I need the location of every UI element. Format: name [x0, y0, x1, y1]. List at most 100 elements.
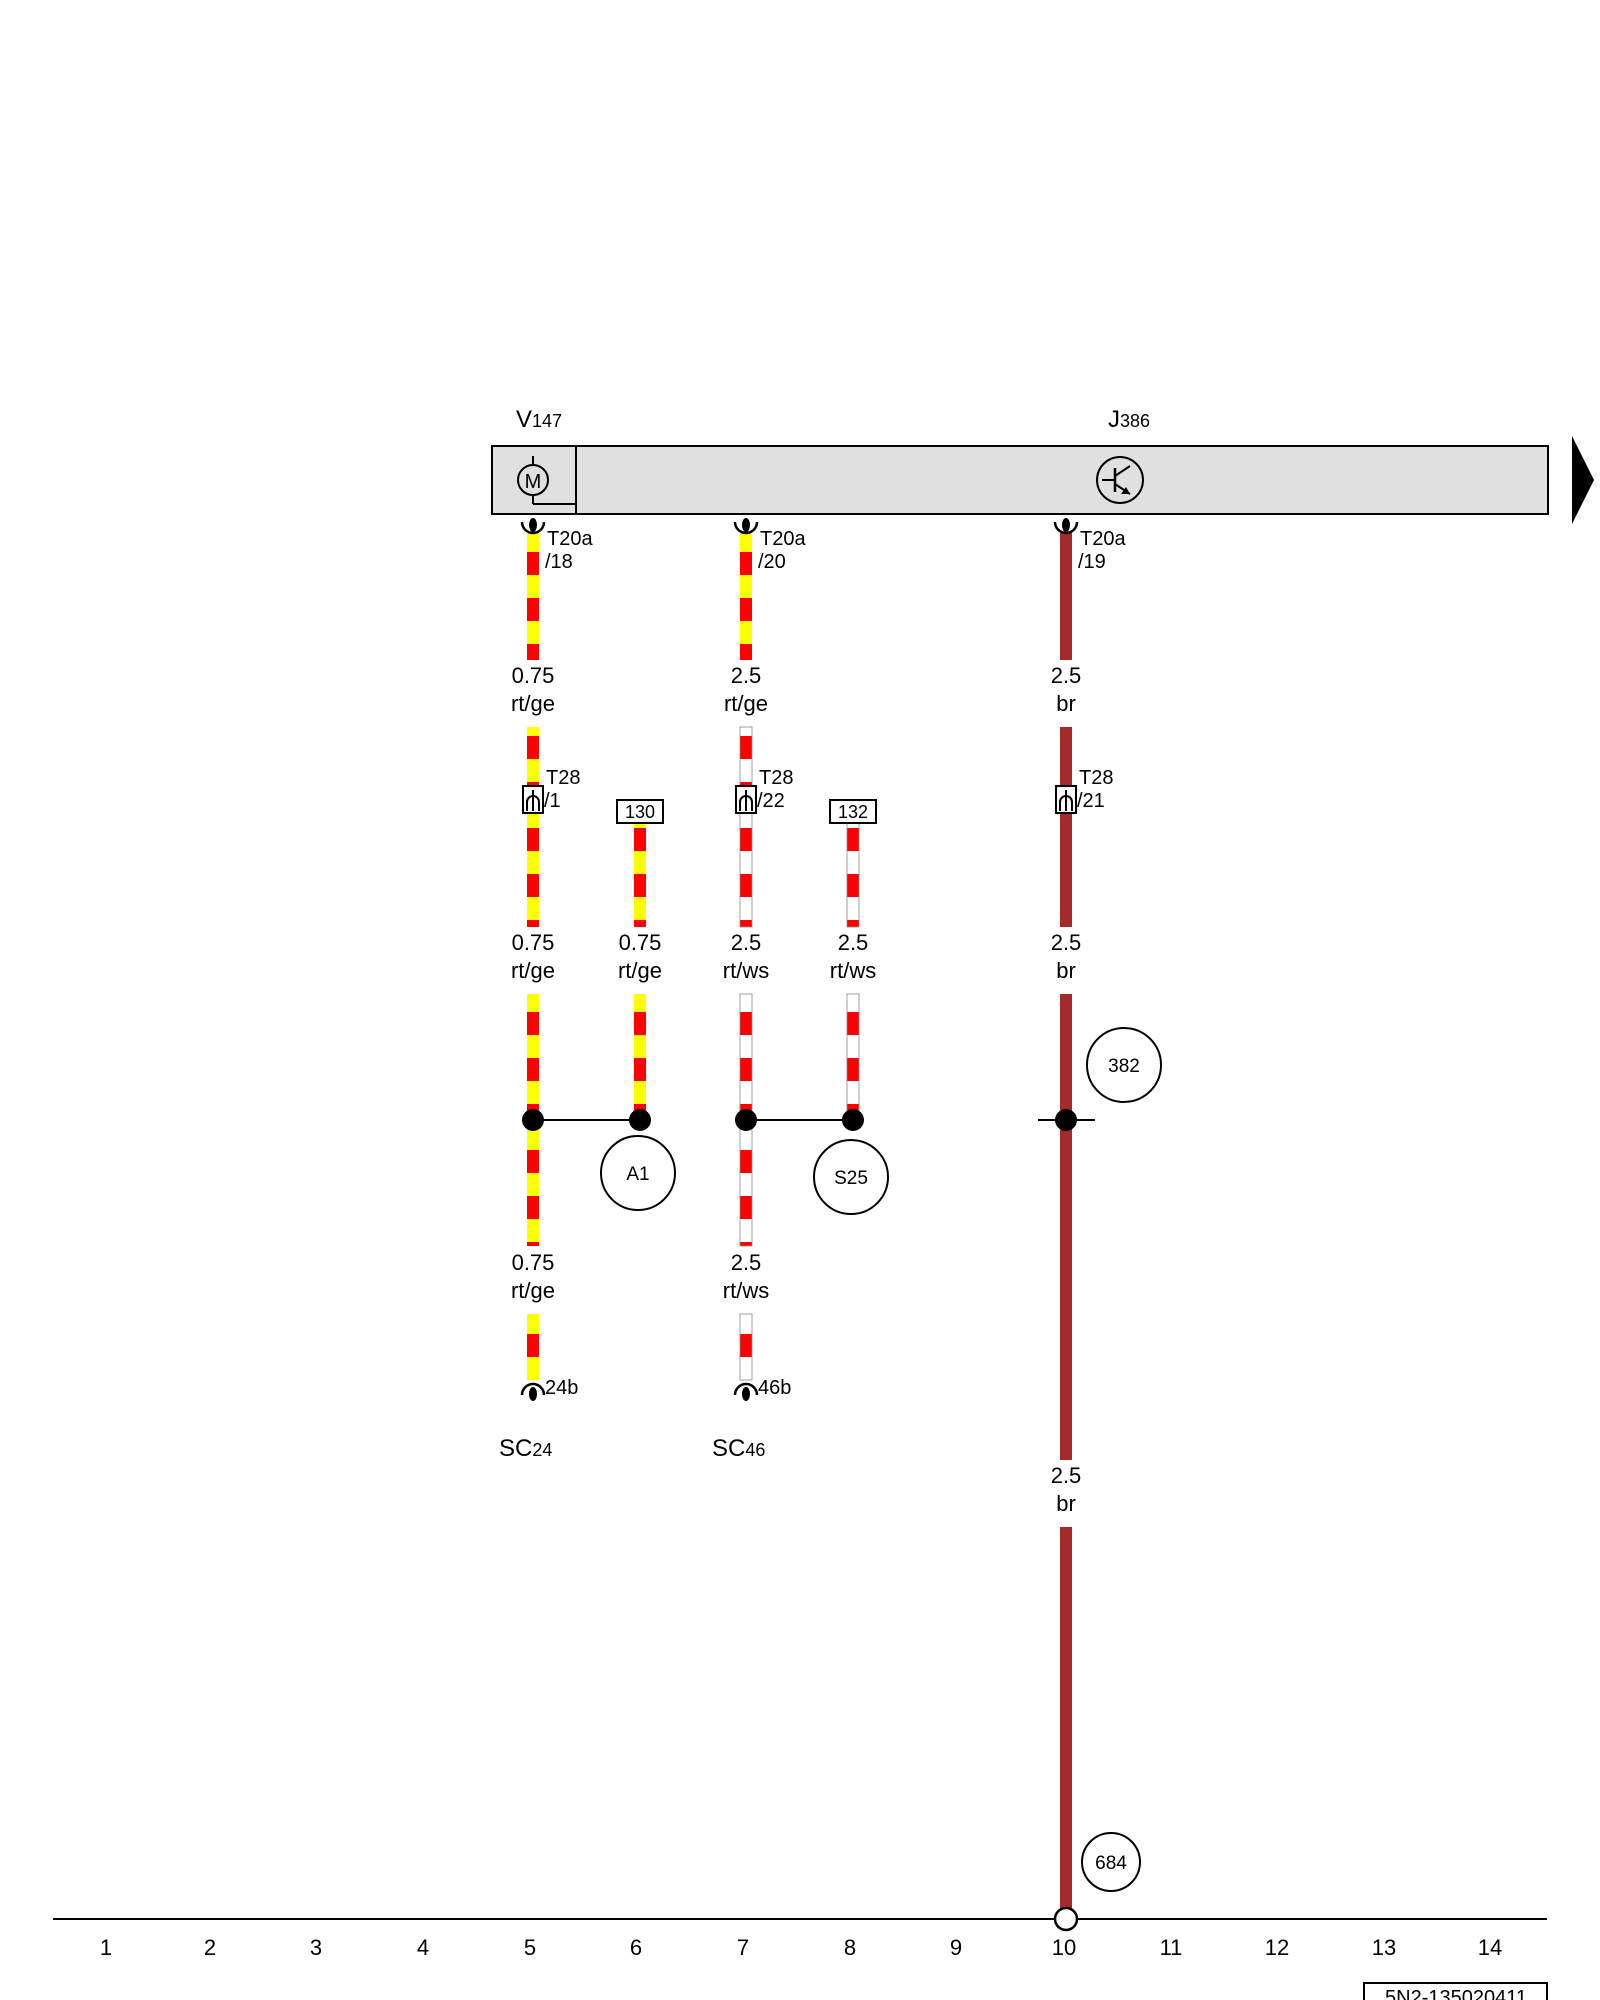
ref-circle-684[interactable]: 684 [1081, 1832, 1141, 1892]
document-id: 5N2-135020411 [1385, 1987, 1527, 2000]
fuse-label-sc46: SC46 [712, 1435, 765, 1462]
column-number: 12 [1265, 1935, 1289, 1960]
svg-text:132: 132 [838, 802, 868, 822]
wire-size-w10c: 2.5 [1051, 1463, 1082, 1488]
column-number: 13 [1372, 1935, 1396, 1960]
svg-text:/21: /21 [1077, 790, 1105, 812]
wire-size-w10b: 2.5 [1051, 930, 1082, 955]
wires [527, 532, 1072, 1917]
wire-color-w5b: rt/ge [511, 958, 555, 983]
svg-text:684: 684 [1095, 1853, 1127, 1874]
column-numbers: 1 2 3 4 5 6 7 8 9 10 11 12 13 14 [100, 1935, 1502, 1960]
wire-col10-b[interactable] [1060, 727, 1072, 927]
column-number: 2 [204, 1935, 216, 1960]
connector-t20a-18[interactable]: T20a /18 [520, 518, 593, 573]
wire-col7-b[interactable] [739, 726, 753, 928]
ground-terminal-open-circle[interactable] [1053, 1906, 1079, 1932]
column-number: 11 [1160, 1935, 1183, 1960]
wire-color-w5a: rt/ge [511, 691, 555, 716]
ref-circle-382[interactable]: 382 [1086, 1027, 1162, 1103]
fuse-connector-46b[interactable]: 46b [733, 1377, 791, 1401]
wire-col7-d[interactable] [739, 1313, 753, 1381]
svg-text:T28: T28 [546, 767, 580, 789]
j386-label: J386 [1108, 406, 1150, 433]
wire-size-w10a: 2.5 [1051, 663, 1082, 688]
fuse-label-sc24: SC24 [499, 1435, 552, 1462]
wire-size-w7c: 2.5 [731, 1250, 762, 1275]
wire-col6-a[interactable] [634, 823, 646, 927]
motor-symbol-letter: M [525, 471, 542, 493]
svg-text:/20: /20 [758, 551, 786, 573]
column-number: 10 [1052, 1935, 1076, 1960]
wire-col6-b[interactable] [634, 994, 646, 1120]
svg-text:T20a: T20a [760, 528, 806, 550]
wire-color-w7a: rt/ge [724, 691, 768, 716]
column-number: 5 [524, 1935, 536, 1960]
wire-size-w7b: 2.5 [731, 930, 762, 955]
wire-col7-a[interactable] [740, 532, 752, 660]
wire-col8-a[interactable] [846, 822, 860, 928]
column-number: 7 [737, 1935, 749, 1960]
svg-text:/19: /19 [1078, 551, 1106, 573]
wire-col5-b[interactable] [527, 727, 539, 927]
wire-color-w7c: rt/ws [723, 1278, 769, 1303]
wire-size-w5b: 0.75 [512, 930, 555, 955]
component-box [491, 445, 1549, 515]
junction-dot-10[interactable] [1055, 1109, 1077, 1131]
wire-col5-d[interactable] [527, 1314, 539, 1380]
column-number: 1 [100, 1935, 112, 1960]
wire-color-w7b: rt/ws [723, 958, 769, 983]
svg-text:A1: A1 [626, 1164, 649, 1185]
svg-text:T28: T28 [1079, 767, 1113, 789]
wire-color-w10c: br [1056, 1491, 1076, 1516]
wire-col8-b[interactable] [846, 993, 860, 1121]
wire-size-w5c: 0.75 [512, 1250, 555, 1275]
wire-color-w10b: br [1056, 958, 1076, 983]
wire-size-w7a: 2.5 [731, 663, 762, 688]
connector-t28-22[interactable]: T28 /22 [735, 767, 793, 814]
junction-dot-8[interactable] [842, 1109, 864, 1131]
svg-text:46b: 46b [758, 1377, 791, 1399]
svg-text:/18: /18 [545, 551, 573, 573]
svg-text:/22: /22 [757, 790, 785, 812]
wire-color-w10a: br [1056, 691, 1076, 716]
column-number: 9 [950, 1935, 962, 1960]
continuation-arrow-icon [1572, 436, 1594, 524]
svg-text:382: 382 [1108, 1056, 1140, 1077]
wire-col10-c[interactable] [1060, 994, 1072, 1460]
v147-label: V147 [516, 406, 562, 433]
wire-size-w5a: 0.75 [512, 663, 555, 688]
connector-t20a-19[interactable]: T20a /19 [1053, 518, 1126, 573]
wire-col5-a[interactable] [527, 532, 539, 660]
svg-text:/1: /1 [544, 790, 561, 812]
column-number: 6 [630, 1935, 642, 1960]
wire-size-w6b: 0.75 [619, 930, 662, 955]
junction-dot-6[interactable] [629, 1109, 651, 1131]
wire-col10-a[interactable] [1060, 532, 1072, 660]
junction-dot-7[interactable] [735, 1109, 757, 1131]
ref-box-132[interactable]: 132 [829, 799, 877, 824]
svg-text:T20a: T20a [547, 528, 593, 550]
svg-text:24b: 24b [545, 1377, 578, 1399]
wire-color-w5c: rt/ge [511, 1278, 555, 1303]
svg-text:T28: T28 [759, 767, 793, 789]
wire-size-w8b: 2.5 [838, 930, 869, 955]
v147-inner-box [491, 445, 577, 515]
connector-t20a-20[interactable]: T20a /20 [733, 518, 806, 573]
svg-text:130: 130 [625, 802, 655, 822]
ref-circle-s25[interactable]: S25 [813, 1139, 889, 1215]
wire-color-w6b: rt/ge [618, 958, 662, 983]
column-number: 8 [844, 1935, 856, 1960]
fuse-connector-24b[interactable]: 24b [520, 1377, 578, 1401]
ref-circle-a1[interactable]: A1 [600, 1135, 676, 1211]
wire-color-w8b: rt/ws [830, 958, 876, 983]
wire-col10-d[interactable] [1060, 1527, 1072, 1917]
ref-box-130[interactable]: 130 [616, 799, 664, 824]
column-number: 4 [417, 1935, 429, 1960]
connector-t28-1[interactable]: T28 /1 [522, 767, 580, 814]
junction-dot-5[interactable] [522, 1109, 544, 1131]
transistor-icon [1096, 456, 1144, 504]
svg-text:T20a: T20a [1080, 528, 1126, 550]
connector-t28-21[interactable]: T28 /21 [1055, 767, 1113, 814]
